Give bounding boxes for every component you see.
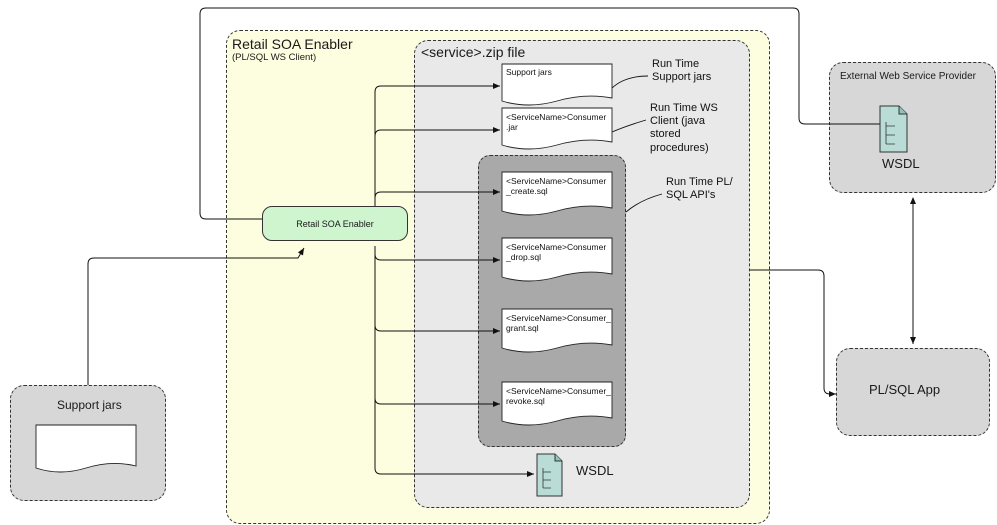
annotation-runtime-support-jars: Run Time Support jars	[652, 58, 712, 84]
doc-label-drop-sql: <ServiceName>Consumer _drop.sql	[506, 242, 607, 263]
doc-label-create-sql: <ServiceName>Consumer _create.sql	[506, 176, 607, 197]
enabler-spine	[374, 83, 500, 210]
zip-panel-title: <service>.zip file	[421, 44, 526, 60]
branch-drop	[374, 253, 500, 263]
enabler-panel-title: Retail SOA Enabler	[232, 36, 353, 52]
annot-leader-wsclient	[611, 119, 647, 133]
branch-revoke	[374, 397, 500, 407]
doc-label-revoke-sql: <ServiceName>Consumer_ revoke.sql	[506, 386, 611, 407]
doc-create-sql	[501, 171, 613, 216]
top-loop-connector	[199, 7, 882, 220]
plsql-app-label: PL/SQL App	[869, 382, 941, 397]
external-provider-title: External Web Service Provider	[840, 71, 976, 82]
zip-wsdl-label: WSDL	[576, 463, 614, 478]
doc-support-jars-box	[35, 424, 137, 473]
doc-label-grant-sql: <ServiceName>Consumer_ grant.sql	[506, 313, 611, 334]
enabler-panel-subtitle: (PL/SQL WS Client)	[232, 52, 317, 63]
enabler-node-label: Retail SOA Enabler	[296, 218, 374, 229]
spine-lower	[374, 246, 534, 477]
external-wsdl-label: WSDL	[882, 156, 920, 171]
external-provider-box	[829, 62, 996, 193]
zip-to-plsql-app-connector	[750, 269, 836, 397]
retail-soa-enabler-node[interactable]: Retail SOA Enabler	[262, 206, 408, 241]
branch-create	[374, 189, 500, 199]
annotation-runtime-ws-client: Run Time WS Client (java stored procedur…	[650, 102, 718, 154]
annot-leader-plsql	[625, 193, 663, 213]
doc-label-support-jars: Support jars	[506, 67, 552, 77]
branch-jar	[374, 127, 500, 137]
support-jars-box-title: Support jars	[57, 398, 122, 412]
doc-grant-sql	[501, 308, 613, 353]
doc-consumer-jar	[501, 107, 613, 150]
wsdl-file-icon	[536, 453, 563, 497]
annot-leader-support	[611, 75, 649, 89]
doc-revoke-sql	[501, 381, 613, 426]
branch-grant	[374, 324, 500, 334]
annotation-runtime-plsql-apis: Run Time PL/ SQL API's	[666, 176, 733, 202]
doc-label-consumer-jar: <ServiceName>Consumer .jar	[506, 112, 607, 133]
document-shapes	[35, 63, 613, 473]
external-wsdl-file-icon	[879, 105, 908, 153]
doc-drop-sql	[501, 237, 613, 282]
plsql-app-box	[836, 348, 990, 436]
support-jars-to-enabler-connector	[87, 247, 305, 385]
doc-support-jars	[501, 63, 613, 106]
